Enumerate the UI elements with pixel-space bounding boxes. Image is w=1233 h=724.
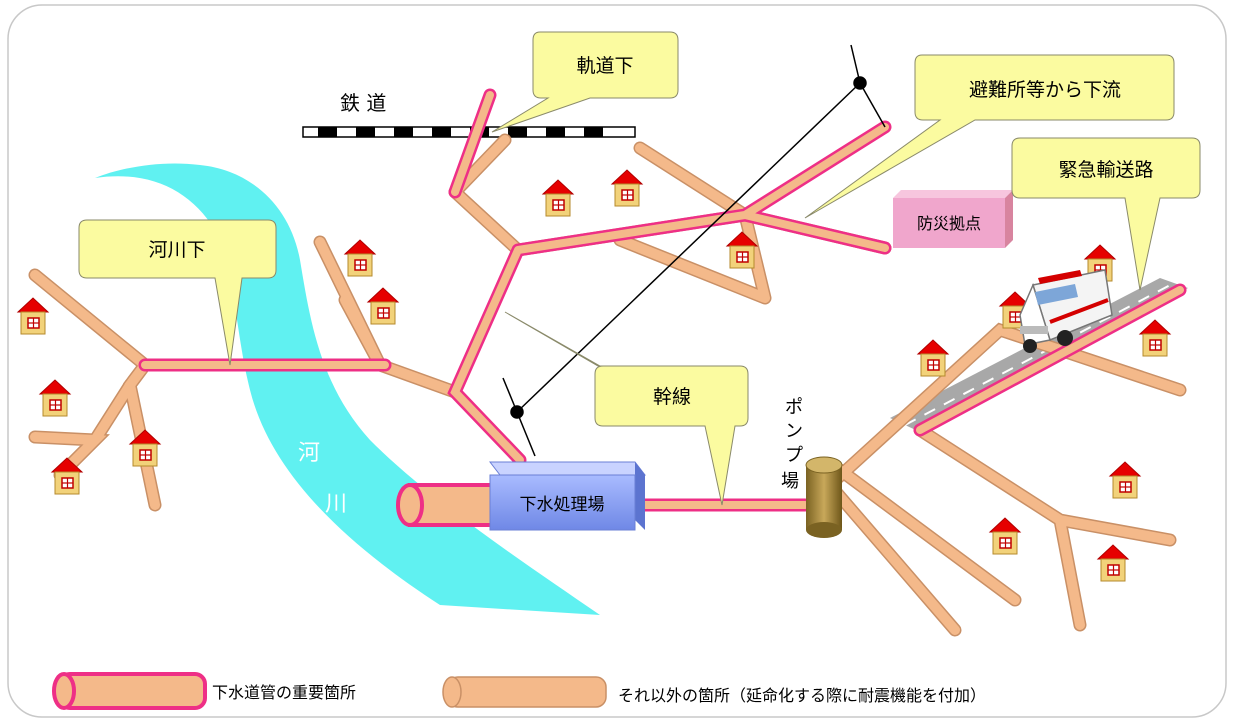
legend: 下水道管の重要箇所 それ以外の箇所（延命化する際に耐震機能を付加）: [52, 672, 986, 710]
callout-trunk-text: 幹線: [653, 386, 691, 408]
treatment-plant-label: 下水処理場: [520, 495, 605, 515]
pump-label-3: プ: [785, 445, 803, 466]
pump-label-2: ン: [785, 421, 803, 442]
pump-station: [805, 456, 843, 538]
callout-trunk: 幹線: [504, 311, 749, 506]
river-label-2: 川: [325, 492, 347, 517]
legend-important-label: 下水道管の重要箇所: [212, 683, 356, 702]
road-center-line: [904, 282, 1175, 426]
ambulance-icon: [1019, 269, 1113, 353]
pump-label-1: ポ: [785, 397, 803, 418]
legend-important-swatch: [52, 672, 207, 710]
river-label-1: 河: [298, 441, 320, 466]
treatment-plant: 下水処理場: [488, 461, 647, 531]
diagram-frame: [7, 4, 1227, 718]
callout-emergency-road: 緊急輸送路: [1011, 137, 1201, 291]
legend-other-swatch: [442, 676, 607, 708]
disaster-base: 防災拠点: [893, 190, 1013, 248]
railway-label: 鉄 道: [340, 91, 386, 115]
callout-shelter: 避難所等から下流: [804, 54, 1175, 219]
pump-label-4: 場: [781, 471, 799, 492]
callout-river-under: 河川下: [78, 219, 277, 366]
legend-other-label: それ以外の箇所（延命化する際に耐震機能を付加）: [618, 686, 986, 705]
ordinary-pipes-fill: [30, 135, 1185, 635]
important-pipes: [138, 88, 1187, 512]
disaster-base-label: 防災拠点: [917, 214, 981, 233]
callout-track: 軌道下: [491, 31, 679, 133]
callout-emergency-road-text: 緊急輸送路: [1058, 159, 1153, 181]
river: [95, 163, 600, 615]
callout-shelter-text: 避難所等から下流: [969, 79, 1121, 101]
section-line: [502, 44, 886, 457]
callout-river-under-text: 河川下: [148, 239, 205, 261]
callout-track-text: 軌道下: [576, 55, 633, 77]
